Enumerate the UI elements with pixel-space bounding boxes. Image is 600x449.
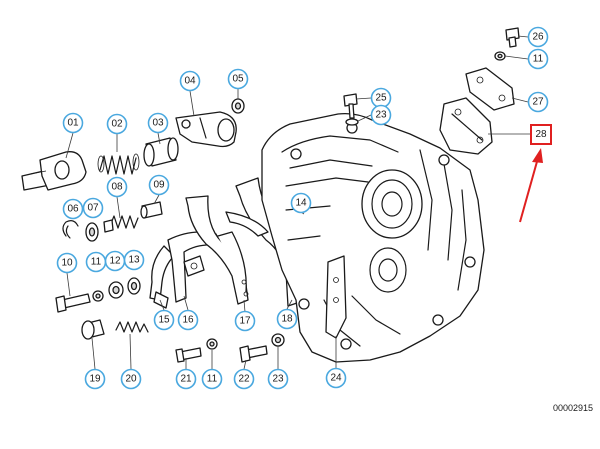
callout-07[interactable]: 07: [82, 197, 104, 219]
part-11-washer-c: [494, 51, 506, 61]
svg-text:21: 21: [180, 374, 192, 385]
part-28-plate: [439, 97, 493, 155]
part-11-washer: [92, 290, 104, 302]
callout-10[interactable]: 10: [56, 252, 78, 274]
part-13-bush: [127, 277, 141, 295]
svg-text:11: 11: [533, 54, 544, 65]
part-23-washer-b: [271, 333, 285, 347]
callout-06[interactable]: 06: [62, 198, 84, 220]
callout-27[interactable]: 27: [527, 91, 549, 113]
svg-text:22: 22: [238, 374, 250, 385]
callout-19[interactable]: 19: [84, 368, 106, 390]
callout-14[interactable]: 14: [290, 192, 312, 214]
callout-13[interactable]: 13: [123, 249, 145, 271]
svg-text:28: 28: [535, 129, 547, 140]
svg-text:08: 08: [111, 182, 123, 193]
svg-text:14: 14: [295, 198, 307, 209]
part-22-bolt: [239, 345, 268, 363]
svg-text:24: 24: [330, 373, 342, 384]
callout-25[interactable]: 25: [370, 87, 392, 109]
highlight-arrow-icon: [519, 148, 543, 223]
callout-02[interactable]: 02: [106, 113, 128, 135]
callout-01[interactable]: 01: [62, 112, 84, 134]
svg-text:01: 01: [67, 118, 79, 129]
callout-26[interactable]: 26: [527, 26, 549, 48]
part-27-bracket: [465, 67, 515, 111]
part-08-detent-spring: [103, 215, 139, 233]
part-21-bolt: [175, 347, 202, 363]
part-03-sleeve: [143, 137, 179, 167]
svg-text:06: 06: [67, 204, 79, 215]
svg-text:09: 09: [153, 180, 165, 191]
callout-24[interactable]: 24: [325, 367, 347, 389]
callout-18[interactable]: 18: [276, 308, 298, 330]
svg-text:04: 04: [184, 76, 196, 87]
svg-text:16: 16: [182, 315, 194, 326]
part-23-washer-a: [345, 118, 359, 126]
svg-text:23: 23: [375, 110, 387, 121]
part-17-shift-fork: [185, 195, 249, 305]
svg-text:02: 02: [111, 119, 123, 130]
callout-17[interactable]: 17: [234, 310, 256, 332]
svg-text:25: 25: [375, 93, 387, 104]
svg-text:11: 11: [91, 257, 102, 268]
callout-05[interactable]: 05: [227, 68, 249, 90]
part-20-spring: [115, 321, 149, 333]
svg-text:20: 20: [125, 374, 137, 385]
callout-23-b[interactable]: 23: [267, 368, 289, 390]
callout-08[interactable]: 08: [106, 176, 128, 198]
part-26-bolt: [505, 27, 520, 48]
svg-text:03: 03: [152, 118, 164, 129]
callout-11-c[interactable]: 11: [527, 48, 549, 70]
svg-text:23: 23: [272, 374, 284, 385]
svg-text:27: 27: [532, 97, 544, 108]
callout-11-a[interactable]: 11: [85, 251, 107, 273]
svg-text:11: 11: [207, 374, 218, 385]
svg-text:07: 07: [87, 203, 99, 214]
callout-12[interactable]: 12: [104, 250, 126, 272]
callout-03[interactable]: 03: [147, 112, 169, 134]
svg-text:19: 19: [89, 374, 101, 385]
part-12-bush: [108, 281, 124, 299]
callout-15[interactable]: 15: [153, 309, 175, 331]
callout-22[interactable]: 22: [233, 368, 255, 390]
part-07-washer: [85, 222, 99, 242]
svg-text:10: 10: [61, 258, 73, 269]
part-05-ring: [231, 98, 245, 114]
catalog-number: 00002915: [553, 403, 593, 413]
part-09-pin: [140, 201, 163, 219]
part-11-washer-b: [206, 338, 218, 350]
callout-04[interactable]: 04: [179, 70, 201, 92]
svg-text:05: 05: [232, 74, 244, 85]
callout-09[interactable]: 09: [148, 174, 170, 196]
svg-text:15: 15: [158, 315, 170, 326]
callout-11-b[interactable]: 11: [201, 368, 223, 390]
svg-text:18: 18: [281, 314, 293, 325]
svg-text:12: 12: [109, 256, 121, 267]
callout-28-highlighted[interactable]: 28: [530, 124, 552, 145]
svg-text:26: 26: [532, 32, 544, 43]
callout-16[interactable]: 16: [177, 309, 199, 331]
part-02-spring: [97, 153, 140, 175]
callout-23-a[interactable]: 23: [370, 104, 392, 126]
part-10-bolt: [55, 293, 91, 313]
part-25-bolt: [343, 93, 358, 119]
callout-21[interactable]: 21: [175, 368, 197, 390]
svg-text:13: 13: [128, 255, 140, 266]
part-19-plug: [81, 319, 105, 340]
part-24-bracket: [325, 255, 347, 339]
svg-text:17: 17: [239, 316, 251, 327]
part-04-selector-finger: [175, 111, 237, 148]
callout-20[interactable]: 20: [120, 368, 142, 390]
transmission-housing: [261, 112, 485, 363]
part-06-circlip: [62, 220, 79, 239]
leader-lines: [65, 35, 531, 370]
part-01-selector-shaft: [21, 151, 87, 191]
